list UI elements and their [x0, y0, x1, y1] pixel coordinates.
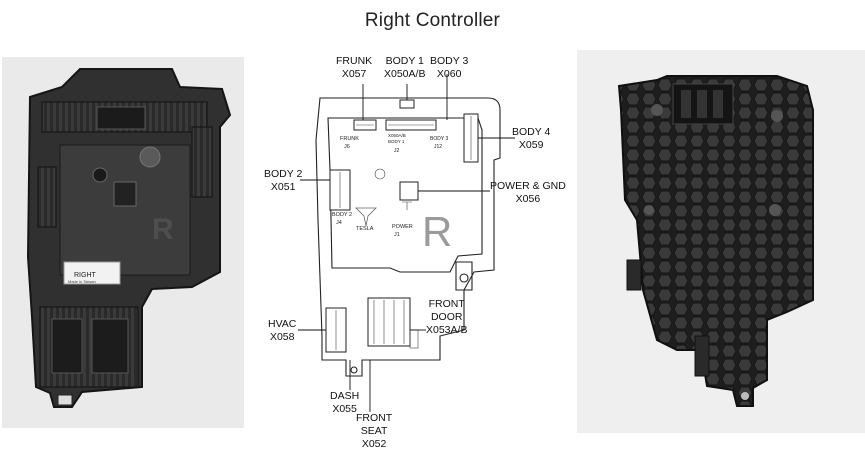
controller-back-image [617, 75, 814, 407]
sticker-name: RIGHT [74, 272, 97, 279]
board-text-j1: J1 [394, 232, 400, 238]
board-text-body3: BODY 3 [430, 136, 448, 142]
controller-outline: FRUNK J6 X050A/B BODY 1 J2 BODY 3 J12 BO… [298, 74, 515, 412]
label-power-gnd: POWER & GND X056 [490, 180, 566, 205]
label-front-seat: FRONT SEAT X052 [356, 412, 393, 450]
page-title: Right Controller [364, 10, 501, 31]
label-frunk: FRUNK X057 [336, 55, 373, 80]
controller-front-photo: R RIGHT Made in Taiwan [2, 57, 244, 428]
label-body2: BODY 2 X051 [264, 168, 303, 193]
tesla-logo-icon [355, 207, 377, 227]
label-front-door: FRONT DOOR X053A/B [426, 298, 468, 336]
board-text-x050: X050A/B [388, 133, 406, 138]
label-body1: BODY 1 X050A/B [384, 55, 426, 80]
board-text-frunk: FRUNK [340, 136, 359, 142]
svg-text:R: R [152, 213, 174, 246]
label-dash: DASH X055 [330, 390, 360, 415]
board-text-logo: TESLA [356, 226, 374, 232]
label-body3: BODY 3 X060 [430, 55, 469, 80]
board-text-big-letter: R [422, 208, 452, 255]
board-text-power: POWER [392, 224, 413, 230]
board-text-j4: J4 [336, 220, 342, 226]
controller-back-photo [577, 50, 865, 433]
board-text-j6: J6 [344, 144, 350, 150]
board-text-body1: BODY 1 [388, 139, 405, 144]
controller-front-image: R RIGHT Made in Taiwan [26, 68, 232, 408]
board-text-j12: J12 [434, 144, 442, 150]
board-text-body2: BODY 2 [332, 212, 352, 218]
controller-diagram: FRUNK J6 X050A/B BODY 1 J2 BODY 3 J12 BO… [250, 40, 570, 459]
label-hvac: HVAC X058 [268, 318, 297, 343]
board-text-j2: J2 [394, 148, 400, 154]
label-body4: BODY 4 X059 [512, 126, 551, 151]
sticker-origin: Made in Taiwan [68, 279, 96, 284]
